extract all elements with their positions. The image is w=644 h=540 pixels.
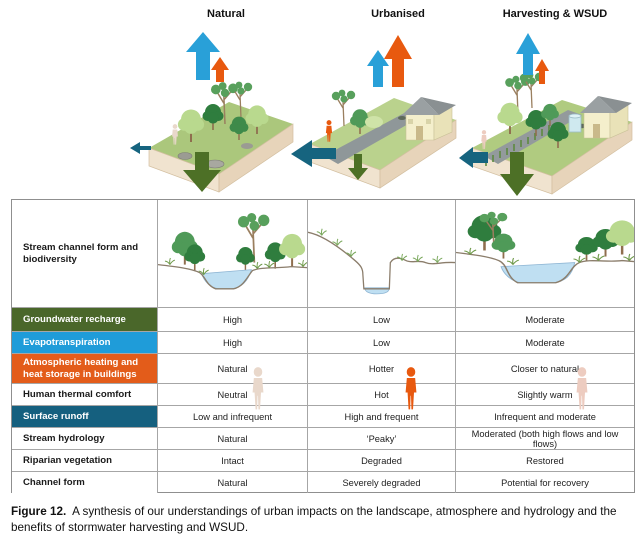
value-runoff-urbanised: High and frequent (308, 406, 456, 428)
value-comfort-urbanised: Hot (308, 384, 456, 406)
thermal-comfort-person-pale-icon (252, 366, 264, 410)
evapotranspiration-arrow-large (516, 33, 540, 75)
value-groundwater-urbanised: Low (308, 308, 456, 332)
value-evapo-natural: High (158, 332, 308, 354)
value-hydrology-urbanised: ‘Peaky’ (308, 428, 456, 450)
illustration-harvesting-wsud (456, 26, 638, 198)
row-label-human-thermal-comfort: Human thermal comfort (12, 384, 158, 406)
panel-title-urbanised: Urbanised (371, 8, 425, 20)
ground-line (158, 263, 307, 290)
value-groundwater-natural: High (158, 308, 308, 332)
rocks (177, 143, 253, 169)
thermal-comfort-person-orange-icon (405, 366, 417, 410)
stream-illustration-natural (158, 200, 308, 308)
stream-pool (201, 269, 252, 290)
grass-tufts (463, 247, 634, 266)
stream-illustration-urbanised (308, 200, 456, 308)
value-channel-urbanised: Severely degraded (308, 472, 456, 493)
illustration-natural (125, 26, 295, 198)
row-label-atmospheric-heating: Atmospheric heating and heat storage in … (12, 354, 158, 384)
value-runoff-wsud: Infrequent and moderate (456, 406, 634, 428)
rain-tank (568, 113, 582, 133)
stream-pool (500, 262, 576, 284)
value-hydrology-wsud: Moderated (both high flows and low flows… (456, 428, 634, 450)
runoff-arrow-tiny (130, 142, 151, 154)
ground-line (456, 251, 634, 284)
row-label-evapotranspiration: Evapotranspiration (12, 332, 158, 354)
recharge-arrow-large (183, 152, 221, 192)
value-evapo-wsud: Moderate (456, 332, 634, 354)
road (324, 110, 424, 164)
runoff-arrow-large (291, 140, 336, 167)
figure-caption-text: A synthesis of our understandings of urb… (11, 505, 617, 535)
row-label-stream-hydrology: Stream hydrology (12, 428, 158, 450)
recharge-arrow-large (500, 152, 534, 196)
recharge-arrow-small (348, 154, 368, 180)
panel-title-natural: Natural (207, 8, 245, 20)
building-heat-arrow-small (211, 57, 229, 82)
building-heat-arrow-large (384, 35, 412, 87)
runoff-arrow-small (459, 147, 488, 168)
row-label-surface-runoff: Surface runoff (12, 406, 158, 428)
value-heating-urbanised: Hotter (308, 354, 456, 384)
row-label-channel-form: Channel form (12, 472, 158, 493)
value-comfort-wsud: Slightly warm (456, 384, 634, 406)
value-riparian-wsud: Restored (456, 450, 634, 472)
figure-caption-label: Figure 12. (11, 505, 67, 518)
value-channel-natural: Natural (158, 472, 308, 493)
building-heat-arrow-small (535, 59, 549, 84)
value-comfort-natural: Neutral (158, 384, 308, 406)
figure-caption: Figure 12. A synthesis of our understand… (11, 504, 635, 536)
ground-line-incised (308, 231, 455, 290)
value-runoff-natural: Low and infrequent (158, 406, 308, 428)
row-label-stream-channel: Stream channel form and biodiversity (12, 200, 158, 308)
house (402, 97, 456, 141)
house (580, 96, 632, 139)
street-trees (331, 88, 383, 135)
value-heating-wsud: Closer to natural (456, 354, 634, 384)
evapotranspiration-arrow-small (367, 50, 389, 87)
stream-illustration-wsud (456, 200, 634, 308)
thermal-comfort-person-pink-icon (576, 366, 588, 410)
evapotranspiration-arrow-large (186, 32, 220, 80)
value-heating-natural: Natural (158, 354, 308, 384)
value-channel-wsud: Potential for recovery (501, 477, 589, 488)
row-label-groundwater-recharge: Groundwater recharge (12, 308, 158, 332)
row-label-riparian-vegetation: Riparian vegetation (12, 450, 158, 472)
value-evapo-urbanised: Low (308, 332, 456, 354)
impact-comparison-table: Stream channel form and biodiversity (11, 199, 635, 493)
value-riparian-urbanised: Degraded (308, 450, 456, 472)
panel-title-harvesting-wsud: Harvesting & WSUD (502, 8, 608, 20)
value-groundwater-wsud: Moderate (456, 308, 634, 332)
illustration-urbanised (288, 26, 460, 198)
value-riparian-natural: Intact (158, 450, 308, 472)
value-hydrology-natural: Natural (158, 428, 308, 450)
